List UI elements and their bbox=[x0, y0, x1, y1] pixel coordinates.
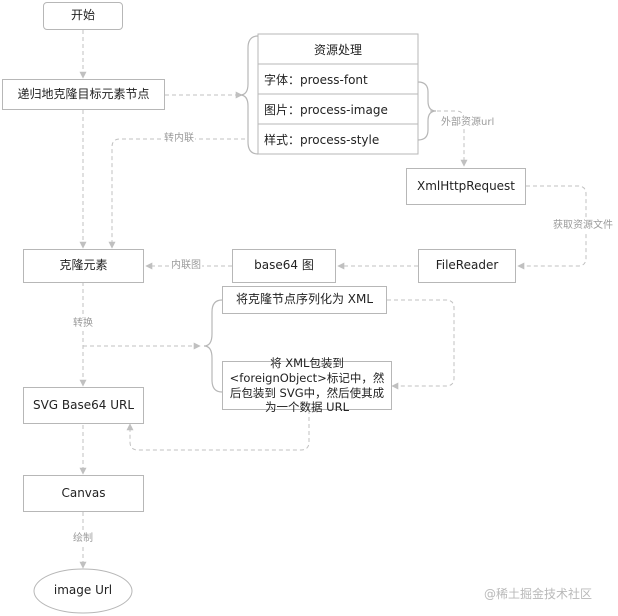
edge-label-inline-image: 内联图 bbox=[170, 260, 202, 272]
canvas-node: Canvas bbox=[23, 475, 144, 512]
edge-label-external: 外部资源url bbox=[440, 117, 496, 129]
edge-label-inline: 转内联 bbox=[163, 133, 195, 145]
wrap-xml-node: 将 XML包装到<foreignObject>标记中，然后包装到 SVG中，然后… bbox=[222, 356, 392, 414]
image-row: 图片：process-image bbox=[264, 102, 388, 117]
edge-serialize-wrap bbox=[387, 299, 455, 390]
filereader-node: FileReader bbox=[418, 249, 516, 283]
edge-style-clone bbox=[108, 138, 245, 249]
watermark: @稀土掘金技术社区 bbox=[484, 587, 593, 601]
serialize-brace bbox=[203, 299, 223, 393]
external-brace bbox=[417, 81, 437, 141]
image-url-label: image Url bbox=[53, 583, 113, 598]
serialize-xml-node: 将克隆节点序列化为 XML bbox=[222, 286, 387, 314]
base64-image-node: base64 图 bbox=[232, 249, 336, 283]
style-row: 样式：process-style bbox=[264, 132, 380, 147]
resource-brace bbox=[239, 35, 259, 155]
edge-wrap-svg bbox=[126, 410, 310, 451]
svg-base64-url-node: SVG Base64 URL bbox=[23, 387, 144, 424]
edge-label-convert: 转换 bbox=[72, 318, 94, 330]
xmlhttprequest-node: XmlHttpRequest bbox=[406, 168, 526, 205]
edge-label-draw: 绘制 bbox=[72, 533, 94, 545]
resource-table bbox=[257, 33, 419, 155]
start-node: 开始 bbox=[43, 2, 123, 30]
resource-table-title: 资源处理 bbox=[313, 42, 362, 57]
edge-label-fetch: 获取资源文件 bbox=[552, 220, 614, 232]
recurse-clone-node: 递归地克隆目标元素节点 bbox=[2, 79, 165, 110]
clone-element-node: 克隆元素 bbox=[23, 249, 144, 283]
image-url-node bbox=[33, 568, 133, 614]
font-row: 字体：proess-font bbox=[264, 72, 368, 87]
